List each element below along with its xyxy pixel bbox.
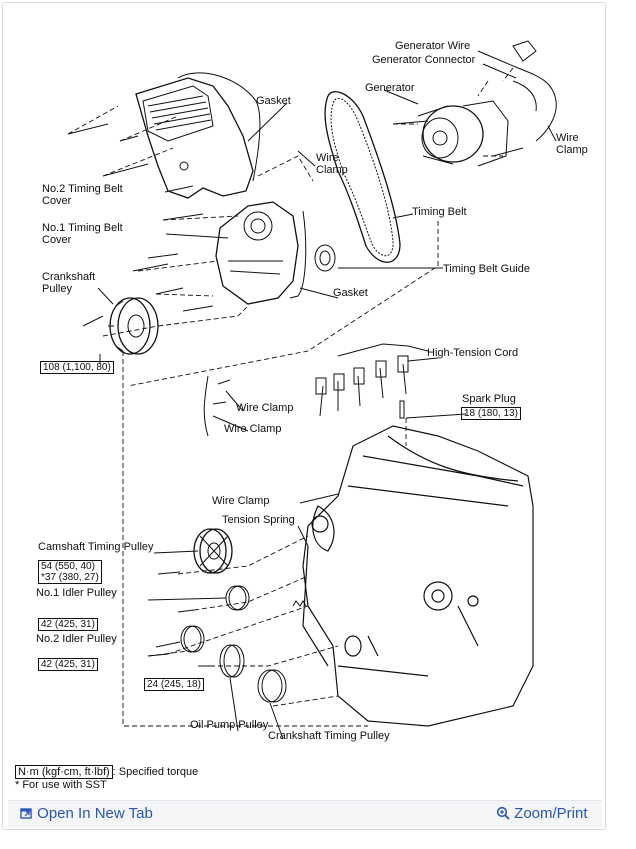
image-footer: Open In New Tab Zoom/Print — [8, 800, 602, 827]
engine-block-drawing — [302, 425, 534, 727]
legend-sst-note: * For use with SST — [15, 779, 107, 791]
torque-no2-idler-bolt: 42 (425, 31) — [38, 658, 98, 671]
open-tab-icon — [20, 805, 33, 822]
legend-unit: N·m (kgf·cm, ft·lbf) — [15, 765, 113, 779]
torque-camshaft-pulley-b: *37 (380, 27) — [41, 572, 99, 583]
label-wire-clamp-top: Wire Clamp — [316, 152, 348, 176]
open-in-new-tab-link[interactable]: Open In New Tab — [20, 805, 153, 823]
legend-unit-desc: : Specified torque — [112, 766, 199, 778]
label-generator-wire: Generator Wire — [395, 40, 471, 52]
crankshaft-pulley-drawing — [108, 297, 159, 355]
torque-no1-idler-bolt: 42 (425, 31) — [38, 618, 98, 631]
label-wire-clamp-c: Wire Clamp — [212, 495, 270, 507]
torque-legend: N·m (kgf·cm, ft·lbf): Specified torque *… — [15, 765, 199, 792]
label-wire-clamp-b: Wire Clamp — [224, 423, 282, 435]
zoom-print-label: Zoom/Print — [514, 805, 588, 822]
torque-oil-pump-bolt: 24 (245, 18) — [144, 678, 204, 691]
zoom-print-link[interactable]: Zoom/Print — [496, 805, 588, 823]
label-tension-spring: Tension Spring — [222, 514, 295, 526]
label-oil-pump-pulley: Oil Pump Pulley — [190, 719, 269, 731]
timing-belt-drawing — [324, 91, 401, 263]
label-timing-belt-guide: Timing Belt Guide — [443, 263, 531, 275]
zoom-icon — [496, 805, 510, 822]
label-crankshaft-timing-pulley: Crankshaft Timing Pulley — [268, 730, 390, 742]
label-crankshaft-pulley: Crankshaft Pulley — [42, 271, 96, 295]
generator-drawing — [417, 100, 509, 167]
torque-spark-plug: 18 (180, 13) — [461, 407, 521, 420]
legend-unit-row: N·m (kgf·cm, ft·lbf): Specified torque — [15, 765, 199, 779]
label-high-tension-cord: High-Tension Cord — [427, 347, 519, 359]
open-in-new-tab-label: Open In New Tab — [37, 805, 153, 822]
label-no1-timing-belt-cover: No.1 Timing Belt Cover — [42, 222, 123, 246]
engine-diagram — [67, 40, 557, 740]
camshaft-timing-pulley-drawing — [193, 528, 233, 574]
label-spark-plug: Spark Plug — [462, 393, 516, 405]
torque-camshaft-pulley-box: 54 (550, 40) *37 (380, 27) — [38, 560, 102, 584]
no1-timing-belt-cover-drawing — [215, 201, 299, 305]
label-gasket-mid: Gasket — [333, 287, 368, 299]
no2-timing-belt-cover-drawing — [135, 77, 254, 199]
label-wire-clamp-right: Wire Clamp — [556, 132, 588, 156]
label-gasket-top: Gasket — [256, 95, 291, 107]
label-wire-clamp-a: Wire Clamp — [236, 402, 294, 414]
label-no2-idler-pulley: No.2 Idler Pulley — [36, 633, 117, 645]
image-frame — [2, 2, 606, 830]
high-tension-cords-drawing — [315, 343, 429, 417]
torque-crankshaft-pulley-bolt: 108 (1,100, 80) — [40, 361, 114, 374]
label-no1-idler-pulley: No.1 Idler Pulley — [36, 587, 117, 599]
torque-camshaft-pulley-a: 54 (550, 40) — [41, 561, 95, 572]
label-generator: Generator — [365, 82, 415, 94]
label-camshaft-timing-pulley: Camshaft Timing Pulley — [38, 541, 154, 553]
label-timing-belt: Timing Belt — [412, 206, 467, 218]
label-generator-connector: Generator Connector — [372, 54, 476, 66]
label-no2-timing-belt-cover: No.2 Timing Belt Cover — [42, 183, 123, 207]
